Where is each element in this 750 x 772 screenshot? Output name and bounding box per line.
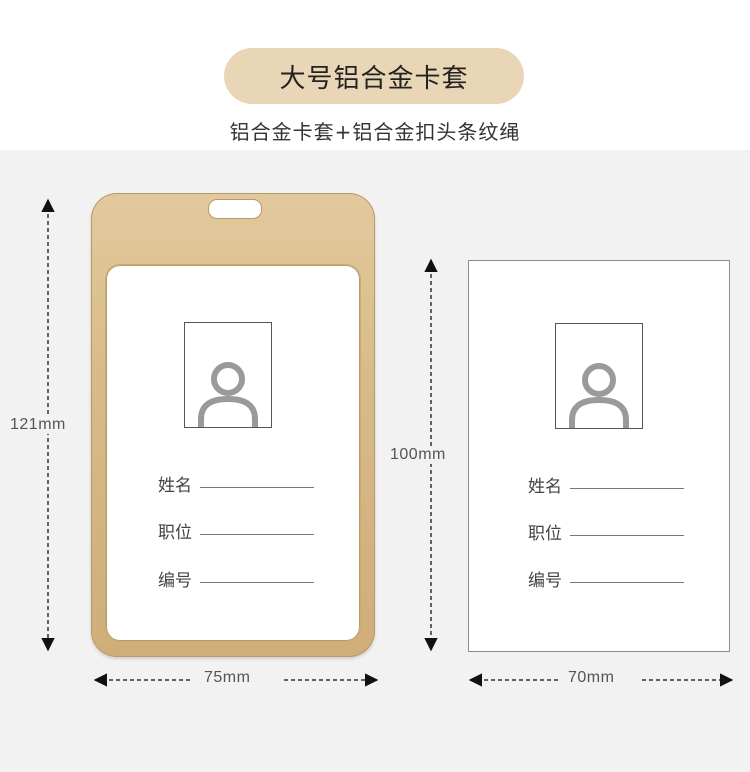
holder-width-label: 75mm [204, 669, 251, 686]
holder-field-number-label: 编号 [158, 571, 192, 591]
lanyard-slot [208, 199, 262, 219]
card-field-position-line [570, 535, 684, 536]
card-height-label: 100mm [386, 446, 450, 464]
card-width-label: 70mm [568, 669, 615, 686]
holder-height-label: 121mm [6, 416, 70, 434]
id-card-insert [468, 260, 730, 652]
holder-field-number-line [200, 582, 314, 583]
card-field-number-label: 编号 [528, 571, 562, 591]
person-silhouette-icon [569, 363, 629, 428]
person-silhouette-icon [198, 362, 258, 427]
holder-field-name-line [200, 487, 314, 488]
title-pill: 大号铝合金卡套 [224, 48, 524, 104]
card-photo-frame [555, 323, 643, 429]
holder-field-position-label: 职位 [158, 523, 192, 543]
page-title: 大号铝合金卡套 [279, 63, 469, 94]
card-field-position-label: 职位 [528, 524, 562, 544]
card-field-number-line [570, 582, 684, 583]
holder-field-name-label: 姓名 [158, 476, 192, 496]
card-field-name-label: 姓名 [528, 477, 562, 497]
holder-field-position-line [200, 534, 314, 535]
page-subtitle: 铝合金卡套+铝合金扣头条纹绳 [229, 120, 521, 144]
holder-photo-frame [184, 322, 272, 428]
card-field-name-line [570, 488, 684, 489]
